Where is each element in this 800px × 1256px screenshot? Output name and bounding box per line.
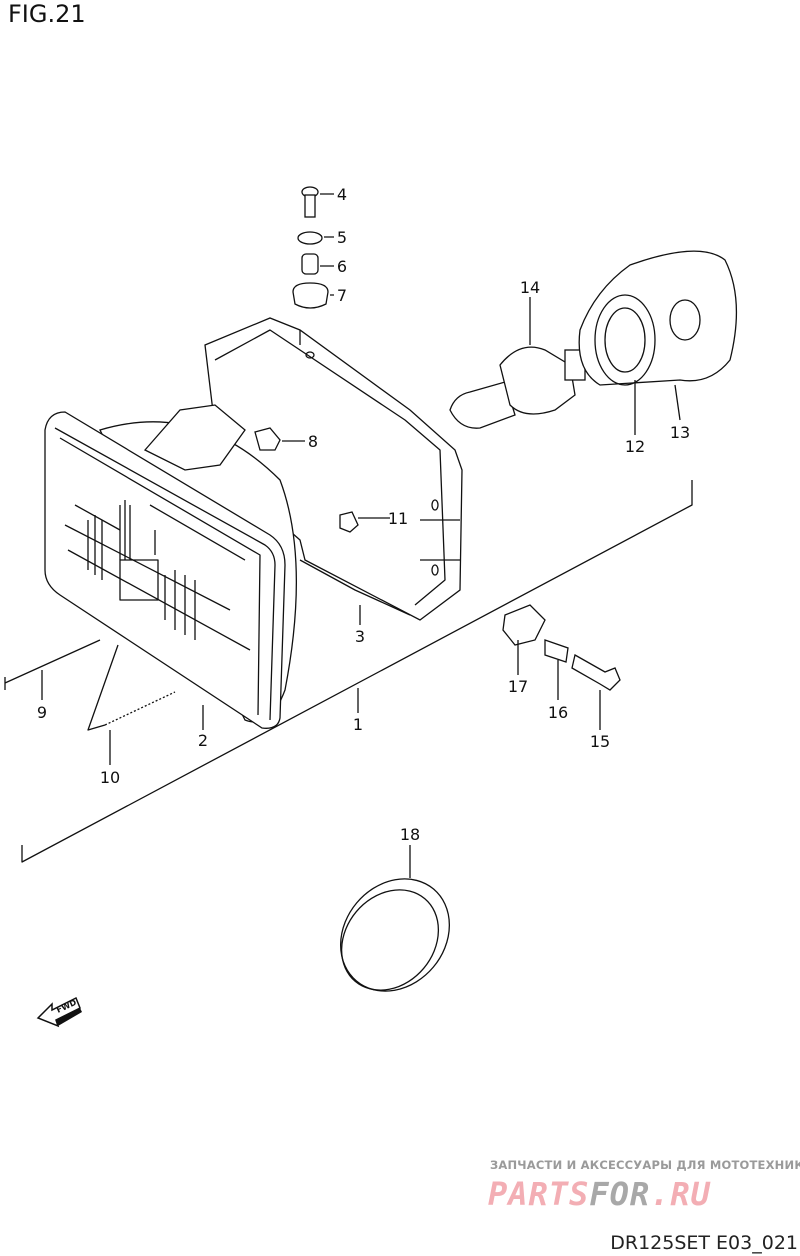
headlamp-bulb: [449, 346, 586, 429]
callout-6: 6: [337, 257, 347, 276]
collar-16: [544, 639, 569, 663]
drawing-code: DR125SET E03_021: [610, 1232, 798, 1255]
washer-5: [297, 231, 323, 245]
callout-5: 5: [337, 228, 347, 247]
nut-17: [502, 604, 546, 646]
bulb-socket-cover: [578, 250, 738, 386]
bolt-15: [571, 654, 621, 691]
fwd-arrow-icon: FWD: [36, 996, 82, 1028]
callout-17: 17: [508, 677, 528, 696]
collar-6: [301, 253, 319, 275]
watermark-logo-ru: .RU: [650, 1175, 711, 1213]
cap-18: [339, 878, 451, 992]
assembly-bracket: [21, 480, 693, 863]
callout-12: 12: [625, 437, 645, 456]
headlamp-housing: [204, 317, 463, 621]
spring-10: [104, 691, 176, 726]
callout-13: 13: [670, 423, 690, 442]
nut-8: [254, 427, 281, 451]
callout-3: 3: [355, 627, 365, 646]
grommet-7: [292, 282, 329, 309]
nut-11: [339, 511, 359, 533]
headlamp-unit: [44, 404, 298, 729]
callout-11: 11: [388, 509, 408, 528]
watermark-subtitle: ЗАПЧАСТИ И АКСЕССУАРЫ ДЛЯ МОТОТЕХНИКИ: [490, 1158, 800, 1172]
leader-2-group: [87, 644, 119, 731]
callout-7: 7: [337, 286, 347, 305]
callout-10: 10: [100, 768, 120, 787]
screw-4: [301, 186, 319, 218]
callout-16: 16: [548, 703, 568, 722]
callout-4: 4: [337, 185, 347, 204]
watermark-logo-for: FOR: [589, 1175, 651, 1213]
figure-label: FIG.21: [8, 0, 86, 28]
callout-15: 15: [590, 732, 610, 751]
watermark-logo: PARTSFOR.RU: [488, 1178, 711, 1210]
callout-14: 14: [520, 278, 540, 297]
adjust-screw-9: [4, 639, 101, 690]
callout-1: 1: [353, 715, 363, 734]
callout-2: 2: [198, 731, 208, 750]
callout-9: 9: [37, 703, 47, 722]
watermark-logo-parts: PARTS: [488, 1175, 590, 1213]
leader-lines: [41, 193, 681, 878]
callout-8: 8: [308, 432, 318, 451]
callout-18: 18: [400, 825, 420, 844]
